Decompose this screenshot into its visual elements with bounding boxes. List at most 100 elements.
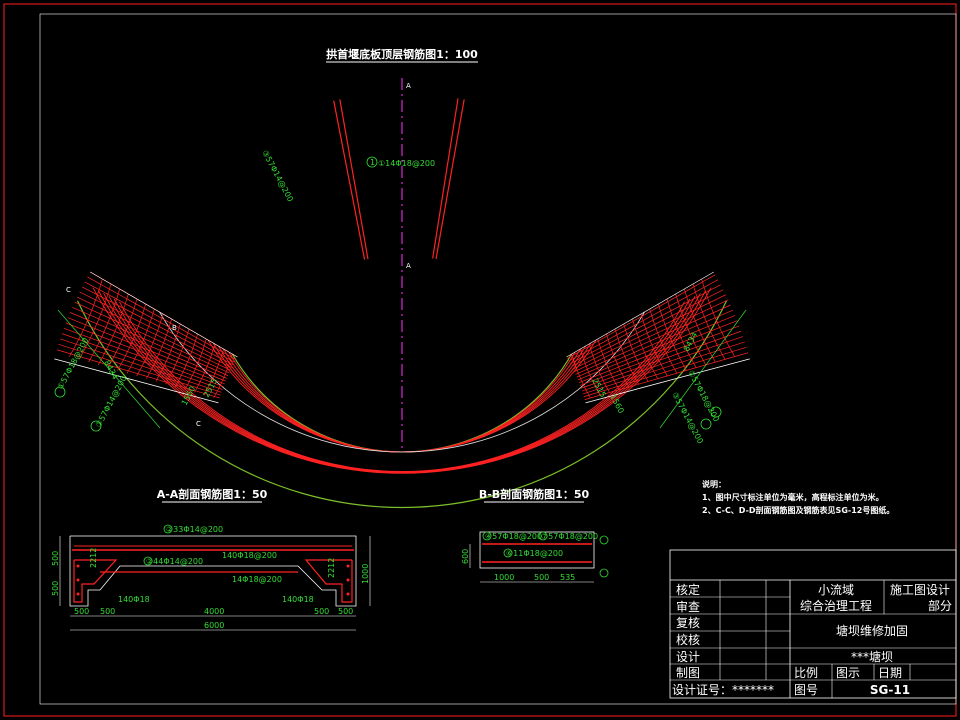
- reference-line: [90, 271, 238, 358]
- end-block-radial-bar: [79, 291, 232, 368]
- end-block-radial-bar: [578, 320, 738, 383]
- tb-drawno-label: 图号: [794, 683, 818, 697]
- end-block-ring-bar: [606, 333, 630, 388]
- tb-drawing-name: 塘坝维修加固: [836, 623, 908, 638]
- end-block-ring-bar: [213, 353, 233, 399]
- section-bb-outline: [479, 531, 595, 569]
- notes-heading: 说明：: [702, 479, 726, 489]
- plan-callout-text-4: ③57Φ14@200: [94, 374, 129, 429]
- section-aa-left-dim-1: 500: [51, 551, 60, 566]
- end-block-ring-bar: [155, 323, 181, 382]
- end-block-radial-bar: [69, 312, 227, 379]
- end-block-ring-bar: [597, 338, 620, 390]
- section-aa-rebar-dots: [76, 564, 350, 596]
- tb-phase: 施工图设计: [890, 583, 950, 597]
- end-block-radial-bar: [61, 333, 223, 390]
- end-block-ring-bar: [194, 343, 216, 393]
- tb-date-label: 日期: [878, 666, 902, 680]
- tb-part: 部分: [928, 598, 952, 613]
- plan-section-mark-c1: C: [66, 286, 71, 294]
- end-block-ring-bar: [203, 348, 224, 396]
- notes-item-2: 2、C-C、D-D剖面钢筋图及钢筋表见SG-12号图纸。: [702, 505, 894, 515]
- end-block-ring-bar: [701, 278, 735, 357]
- end-block-ring-bar: [657, 303, 687, 371]
- end-block-ring-bar: [69, 278, 103, 357]
- section-aa-outline: [69, 535, 357, 607]
- section-bb-dim-1: 1000: [494, 573, 514, 582]
- end-block-ring-bar: [588, 343, 610, 393]
- end-block-ring-bar: [683, 288, 716, 363]
- end-block-ring-bar: [184, 338, 207, 390]
- end-block-radial-bar: [579, 325, 740, 386]
- plan-section-mark-b: B: [172, 324, 177, 332]
- end-block-radial-bar: [67, 317, 226, 382]
- plan-callout-text-1: ①14Φ18@200: [378, 159, 435, 168]
- end-block-ring-bar: [675, 293, 707, 366]
- tb-structure-name: ***塘坝: [851, 649, 893, 664]
- end-block-ring-bar: [136, 313, 164, 377]
- section-aa-left-dim-2: 500: [51, 581, 60, 596]
- plan-callout-text-2: ③57Φ14@200: [260, 149, 295, 204]
- radial-bar: [339, 99, 369, 260]
- plan-callout-1: 1 ①14Φ18@200: [366, 156, 435, 168]
- section-aa-total: 6000: [204, 621, 224, 630]
- plan-view-title: 拱首堰底板顶层钢筋图1：100: [326, 47, 478, 61]
- radial-bar: [432, 98, 459, 259]
- plan-view: 拱首堰底板顶层钢筋图1：100 A A 1 ①14Φ18@200 ③57Φ14@…: [54, 47, 750, 509]
- end-block-ring-bar: [571, 353, 591, 399]
- end-block-radial-bar: [577, 315, 736, 381]
- end-block-ring-bar: [666, 298, 697, 368]
- end-outline-left: [54, 358, 219, 404]
- end-block-ring-bar: [580, 348, 601, 396]
- arch-outer-outline: [76, 300, 728, 509]
- end-block-radial-bar: [60, 338, 222, 393]
- end-block-radial-bar: [575, 304, 731, 375]
- plan-callout-text-3: ①57Φ18@200: [56, 336, 91, 391]
- section-bb-bar-3: ⑥11Φ18@200: [506, 549, 563, 558]
- end-block-radial-bar: [72, 306, 229, 376]
- plan-callout-text-6: ③57Φ14@200: [670, 391, 705, 446]
- tb-drawno: SG-11: [870, 683, 910, 697]
- section-aa: A-A剖面钢筋图1：50 ②33Φ14@200 ②44Φ14@200 140Φ1…: [51, 487, 371, 631]
- end-block-radial-bar: [81, 286, 234, 366]
- end-block-radial-bar: [56, 349, 220, 399]
- end-block-radial-bar: [580, 330, 742, 389]
- tb-role-4: 校核: [676, 632, 700, 647]
- end-block-radial-bar: [571, 289, 724, 367]
- end-block-ring-bar: [692, 283, 726, 360]
- section-aa-dim-2: 500: [100, 607, 115, 616]
- tb-role-3: 复核: [676, 616, 700, 630]
- section-aa-bar-1: ②33Φ14@200: [166, 525, 223, 534]
- end-block-radial-bar: [567, 274, 716, 359]
- section-bb-dim-3: 535: [560, 573, 575, 582]
- end-block-ring-bar: [649, 308, 678, 374]
- end-block-ring-bar: [174, 333, 198, 388]
- section-bb-left-dim: 600: [461, 549, 470, 564]
- notes-item-1: 1、图中尺寸标注单位为毫米，高程标注单位为米。: [702, 492, 884, 502]
- section-aa-dim-5: 500: [338, 607, 353, 616]
- end-block-radial-bar: [568, 279, 719, 362]
- end-block-radial-bar: [74, 301, 230, 374]
- end-block-ring-bar: [632, 318, 659, 379]
- end-block-ring-bar: [117, 303, 147, 371]
- end-block-ring-bar: [623, 323, 649, 382]
- section-bb-dim-2: 500: [534, 573, 549, 582]
- end-block-radial-bar: [76, 296, 231, 371]
- section-aa-bar-4: 14Φ18@200: [232, 575, 282, 584]
- section-bb-title: B-B剖面钢筋图1：50: [479, 487, 590, 501]
- tb-role-6: 制图: [676, 666, 700, 680]
- section-bb-bar-2: ⑦57Φ18@200: [541, 532, 598, 541]
- section-aa-bar-5: 140Φ18: [118, 595, 150, 604]
- end-block-radial-bar: [584, 352, 749, 400]
- end-block-radial-bar: [63, 327, 224, 388]
- tb-role-2: 审查: [676, 599, 700, 614]
- tb-project-2: 综合治理工程: [800, 598, 872, 613]
- title-block: 核定 审查 复核 校核 设计 制图 设计证号：******* 小流域 综合治理工…: [669, 549, 957, 699]
- section-aa-dim-1: 500: [74, 607, 89, 616]
- end-block-ring-bar: [107, 298, 138, 368]
- section-aa-dim-3: 4000: [204, 607, 224, 616]
- arch-outer-rebar: [119, 301, 685, 472]
- end-block-ring-bar: [640, 313, 668, 377]
- end-block-radial-bar: [576, 309, 734, 378]
